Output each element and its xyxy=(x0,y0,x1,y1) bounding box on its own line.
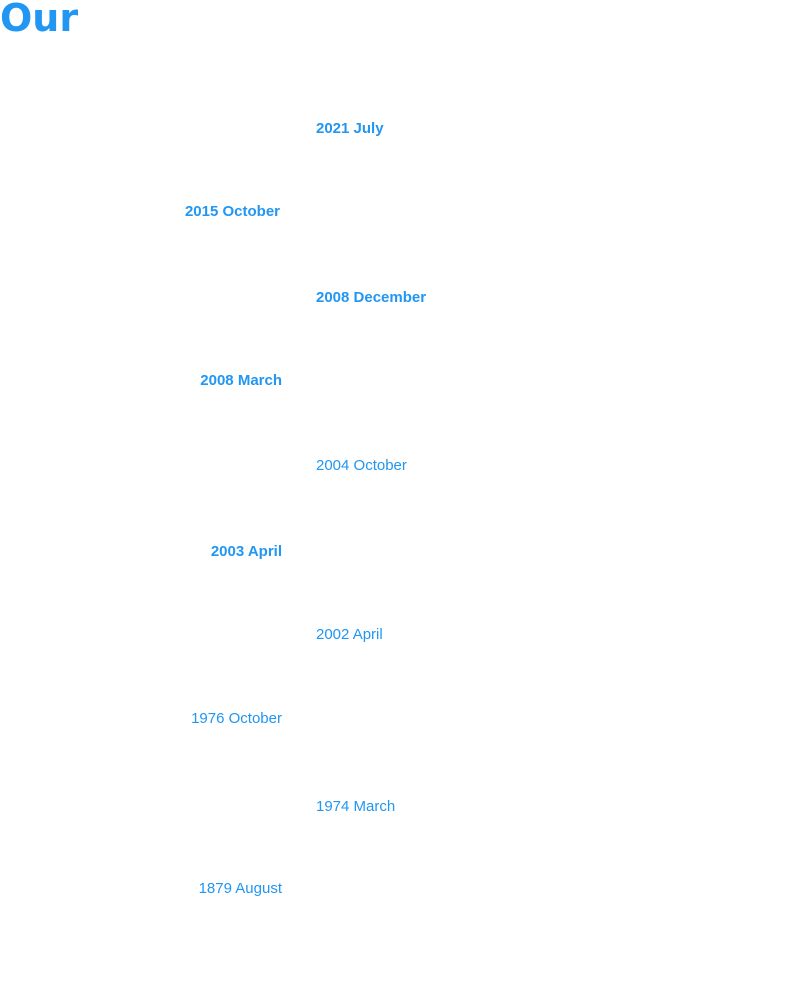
timeline-entry-2015-october: 2015 October xyxy=(184,203,280,220)
timeline-entry-2002-april: 2002 April xyxy=(316,626,383,643)
timeline-entry-1879-august: 1879 August xyxy=(198,880,282,897)
timeline-entry-2021-july: 2021 July xyxy=(316,120,384,137)
timeline-entry-1974-march: 1974 March xyxy=(316,798,396,815)
timeline-entry-2004-october: 2004 October xyxy=(316,457,407,474)
page-title: Our xyxy=(0,0,79,40)
timeline-entry-2008-december: 2008 December xyxy=(316,289,427,306)
timeline-entry-2003-april: 2003 April xyxy=(210,543,282,560)
timeline-entry-1976-october: 1976 October xyxy=(191,710,282,727)
timeline-entry-2008-march: 2008 March xyxy=(200,372,282,389)
